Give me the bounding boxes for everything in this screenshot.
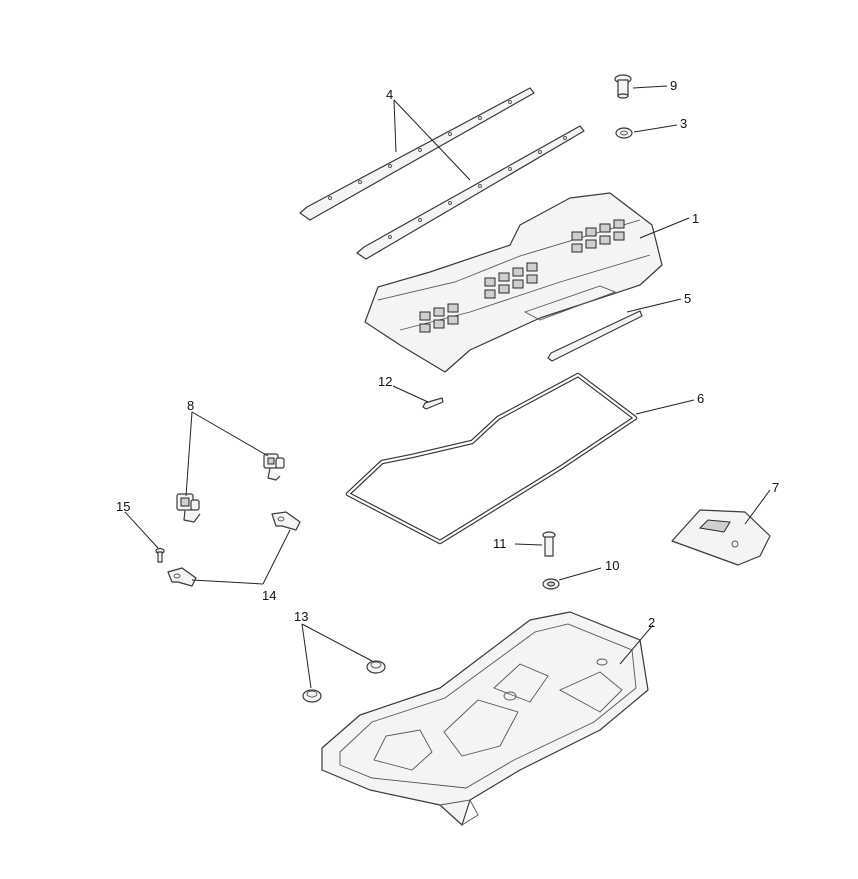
part-14-bracket-upper (271, 511, 301, 531)
callout-9: 9 (670, 78, 677, 93)
callout-14: 14 (262, 588, 276, 603)
callout-8: 8 (187, 398, 194, 413)
part-6-gasket (345, 372, 638, 545)
part-8-latch-lower (176, 493, 201, 523)
part-14-bracket-lower (167, 567, 197, 587)
part-8-latch-upper (263, 453, 285, 481)
callout-15: 15 (116, 499, 130, 514)
part-4-trim-strip-upper (299, 87, 535, 221)
part-13-cap-lower (302, 689, 322, 703)
part-3-nut (615, 127, 633, 139)
callout-2: 2 (648, 615, 655, 630)
part-13-cap-upper (366, 660, 386, 674)
callout-3: 3 (680, 116, 687, 131)
part-10-washer (542, 578, 560, 590)
callout-10: 10 (605, 558, 619, 573)
part-9-screw (614, 74, 632, 99)
callout-labels: 1 2 3 4 5 6 7 8 9 10 11 12 13 14 15 (116, 78, 779, 630)
part-15-bolt (155, 547, 165, 563)
callout-7: 7 (772, 480, 779, 495)
callout-1: 1 (692, 211, 699, 226)
callout-11: 11 (493, 536, 507, 551)
part-7-plate (671, 509, 771, 566)
callout-5: 5 (684, 291, 691, 306)
part-2-lower-housing (321, 611, 649, 826)
callout-6: 6 (697, 391, 704, 406)
part-1-upper-cover (364, 192, 663, 373)
part-12-pin (422, 397, 444, 410)
callout-4: 4 (386, 87, 393, 102)
part-5-rod (547, 310, 643, 362)
part-11-screw (542, 531, 556, 557)
leader-lines (124, 85, 771, 689)
callout-13: 13 (294, 609, 308, 624)
part-4-trim-strip-lower (356, 125, 585, 260)
callout-12: 12 (378, 374, 392, 389)
